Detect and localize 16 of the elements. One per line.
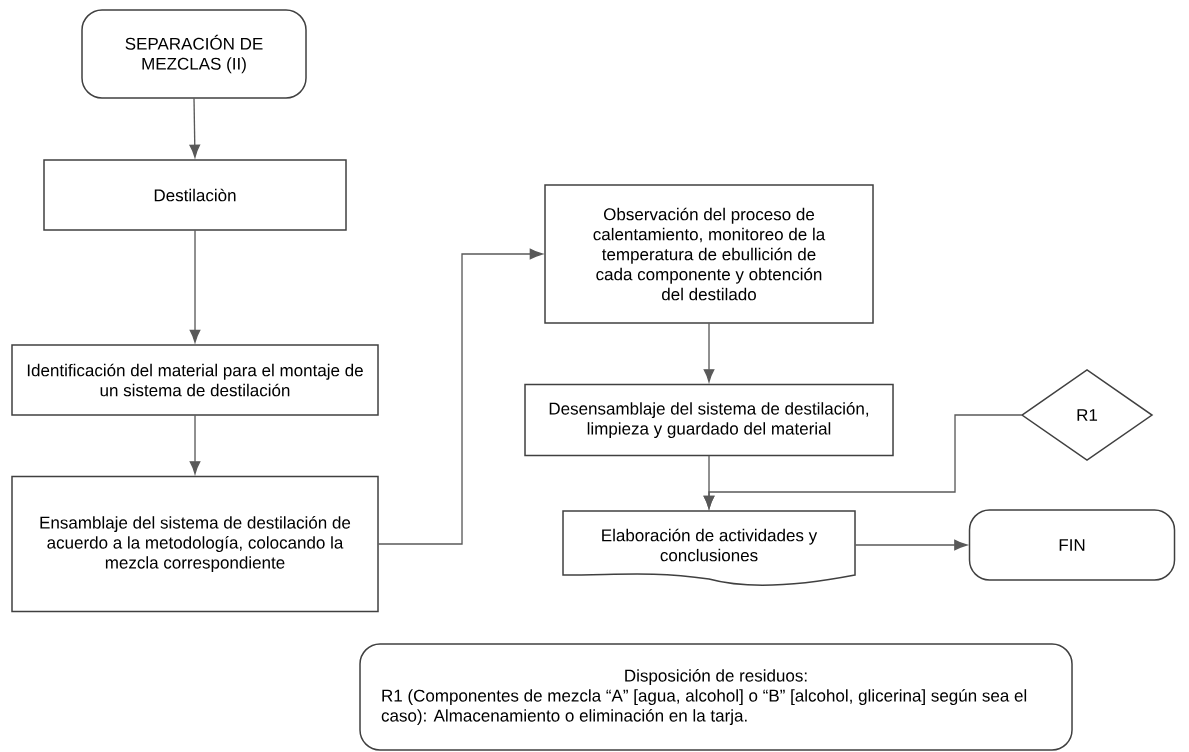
process-box: Destilaciòn	[43, 159, 347, 231]
arrow	[703, 414, 1023, 509]
arrow	[703, 322, 715, 383]
terminal-box: FIN	[968, 509, 1176, 581]
terminal-box: SEPARACIÓN DE MEZCLAS (II)	[81, 9, 307, 99]
process-box: Observación del proceso de calentamiento, monitoreo de la temperatura de ebullición de cada componente y obtención del destilado	[544, 184, 874, 324]
process-box: Ensamblaje del sistema de destilación de acuerdo a la metodología, colocando la mezcla correspondiente	[11, 475, 379, 613]
arrow	[854, 539, 968, 551]
arrow	[189, 97, 201, 158]
process-box: Identificación del material para el montaje de un sistema de destilación	[11, 344, 379, 416]
note-box: Disposición de residuos: R1 (Componentes de mezcla “A” [agua, alcohol] o “B” [alcohol, glicerina] según sea el caso): Almacenamiento o eliminación en la tarja.	[359, 643, 1073, 751]
arrow	[189, 414, 201, 475]
arrow	[377, 248, 543, 545]
arrow	[189, 229, 201, 343]
document-box: Elaboración de actividades y conclusiones	[562, 510, 856, 586]
process-box: Desensamblaje del sistema de destilación, limpieza y guardado del material	[524, 383, 894, 457]
